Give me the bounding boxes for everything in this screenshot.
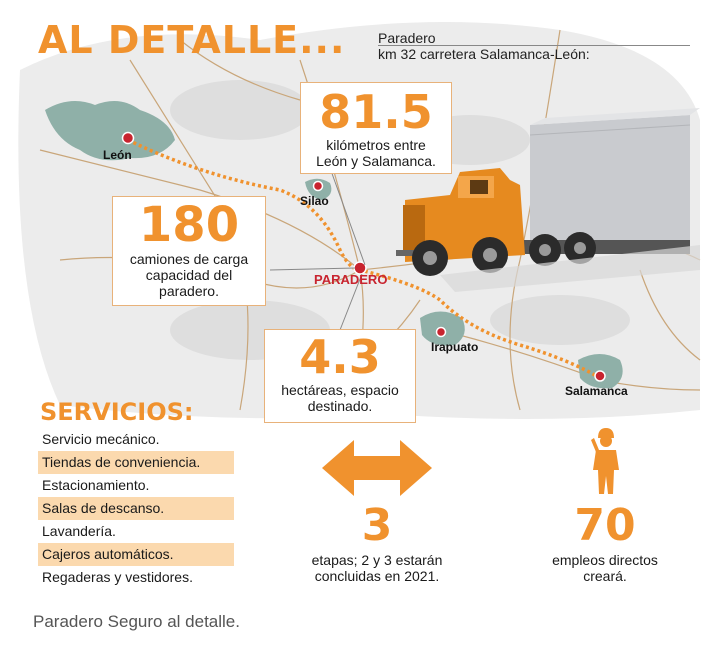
city-label-silao: Silao bbox=[300, 194, 329, 208]
city-marker-salamanca bbox=[594, 370, 606, 382]
stat-stages-description: etapas; 2 y 3 estarán concluidas en 2021… bbox=[311, 552, 443, 584]
subtitle-divider bbox=[378, 45, 690, 46]
stat-jobs-description: empleos directos creará. bbox=[552, 552, 658, 584]
image-caption: Paradero Seguro al detalle. bbox=[33, 612, 240, 631]
stat-trucks: 180 camiones de carga capacidad del para… bbox=[112, 196, 266, 306]
stat-area-value: 4.3 bbox=[299, 330, 381, 384]
subtitle: Paradero km 32 carretera Salamanca-León: bbox=[378, 30, 590, 62]
stat-area: 4.3 hectáreas, espacio destinado. bbox=[264, 329, 416, 423]
double-arrow-icon bbox=[322, 440, 432, 496]
stat-jobs-value: 70 bbox=[574, 500, 636, 551]
service-item: Regaderas y vestidores. bbox=[42, 569, 193, 585]
stat-distance: 81.5 kilómetros entre León y Salamanca. bbox=[300, 82, 452, 174]
services-title: SERVICIOS: bbox=[40, 398, 194, 426]
city-marker-irapuato bbox=[435, 326, 447, 338]
city-label-leon: León bbox=[103, 148, 132, 162]
stat-distance-description: kilómetros entre León y Salamanca. bbox=[316, 137, 436, 169]
route-map bbox=[18, 22, 701, 419]
city-label-salamanca: Salamanca bbox=[565, 384, 628, 398]
stat-trucks-value: 180 bbox=[138, 197, 240, 253]
worker-icon bbox=[591, 428, 619, 494]
service-item: Lavandería. bbox=[42, 523, 116, 539]
stat-area-description: hectáreas, espacio destinado. bbox=[281, 382, 399, 414]
service-item: Tiendas de conveniencia. bbox=[38, 451, 234, 474]
service-item: Salas de descanso. bbox=[38, 497, 234, 520]
infographic: AL DETALLE... Paradero km 32 carretera S… bbox=[18, 18, 701, 589]
service-item: Estacionamiento. bbox=[42, 477, 150, 493]
city-marker-silao bbox=[312, 180, 324, 192]
city-label-irapuato: Irapuato bbox=[431, 340, 479, 354]
stat-stages-value: 3 bbox=[361, 500, 393, 551]
page-title: AL DETALLE... bbox=[38, 18, 346, 62]
service-item: Servicio mecánico. bbox=[42, 431, 160, 447]
truck-illustration bbox=[396, 108, 700, 292]
stat-trucks-description: camiones de carga capacidad del paradero… bbox=[129, 251, 249, 299]
service-item: Cajeros automáticos. bbox=[38, 543, 234, 566]
stat-distance-value: 81.5 bbox=[319, 85, 433, 139]
paradero-label: PARADERO bbox=[314, 272, 388, 287]
subtitle-line-2: km 32 carretera Salamanca-León: bbox=[378, 46, 590, 62]
subtitle-line-1: Paradero bbox=[378, 30, 436, 46]
services-list: Servicio mecánico. Tiendas de convenienc… bbox=[38, 428, 234, 589]
city-marker-leon bbox=[121, 131, 135, 145]
